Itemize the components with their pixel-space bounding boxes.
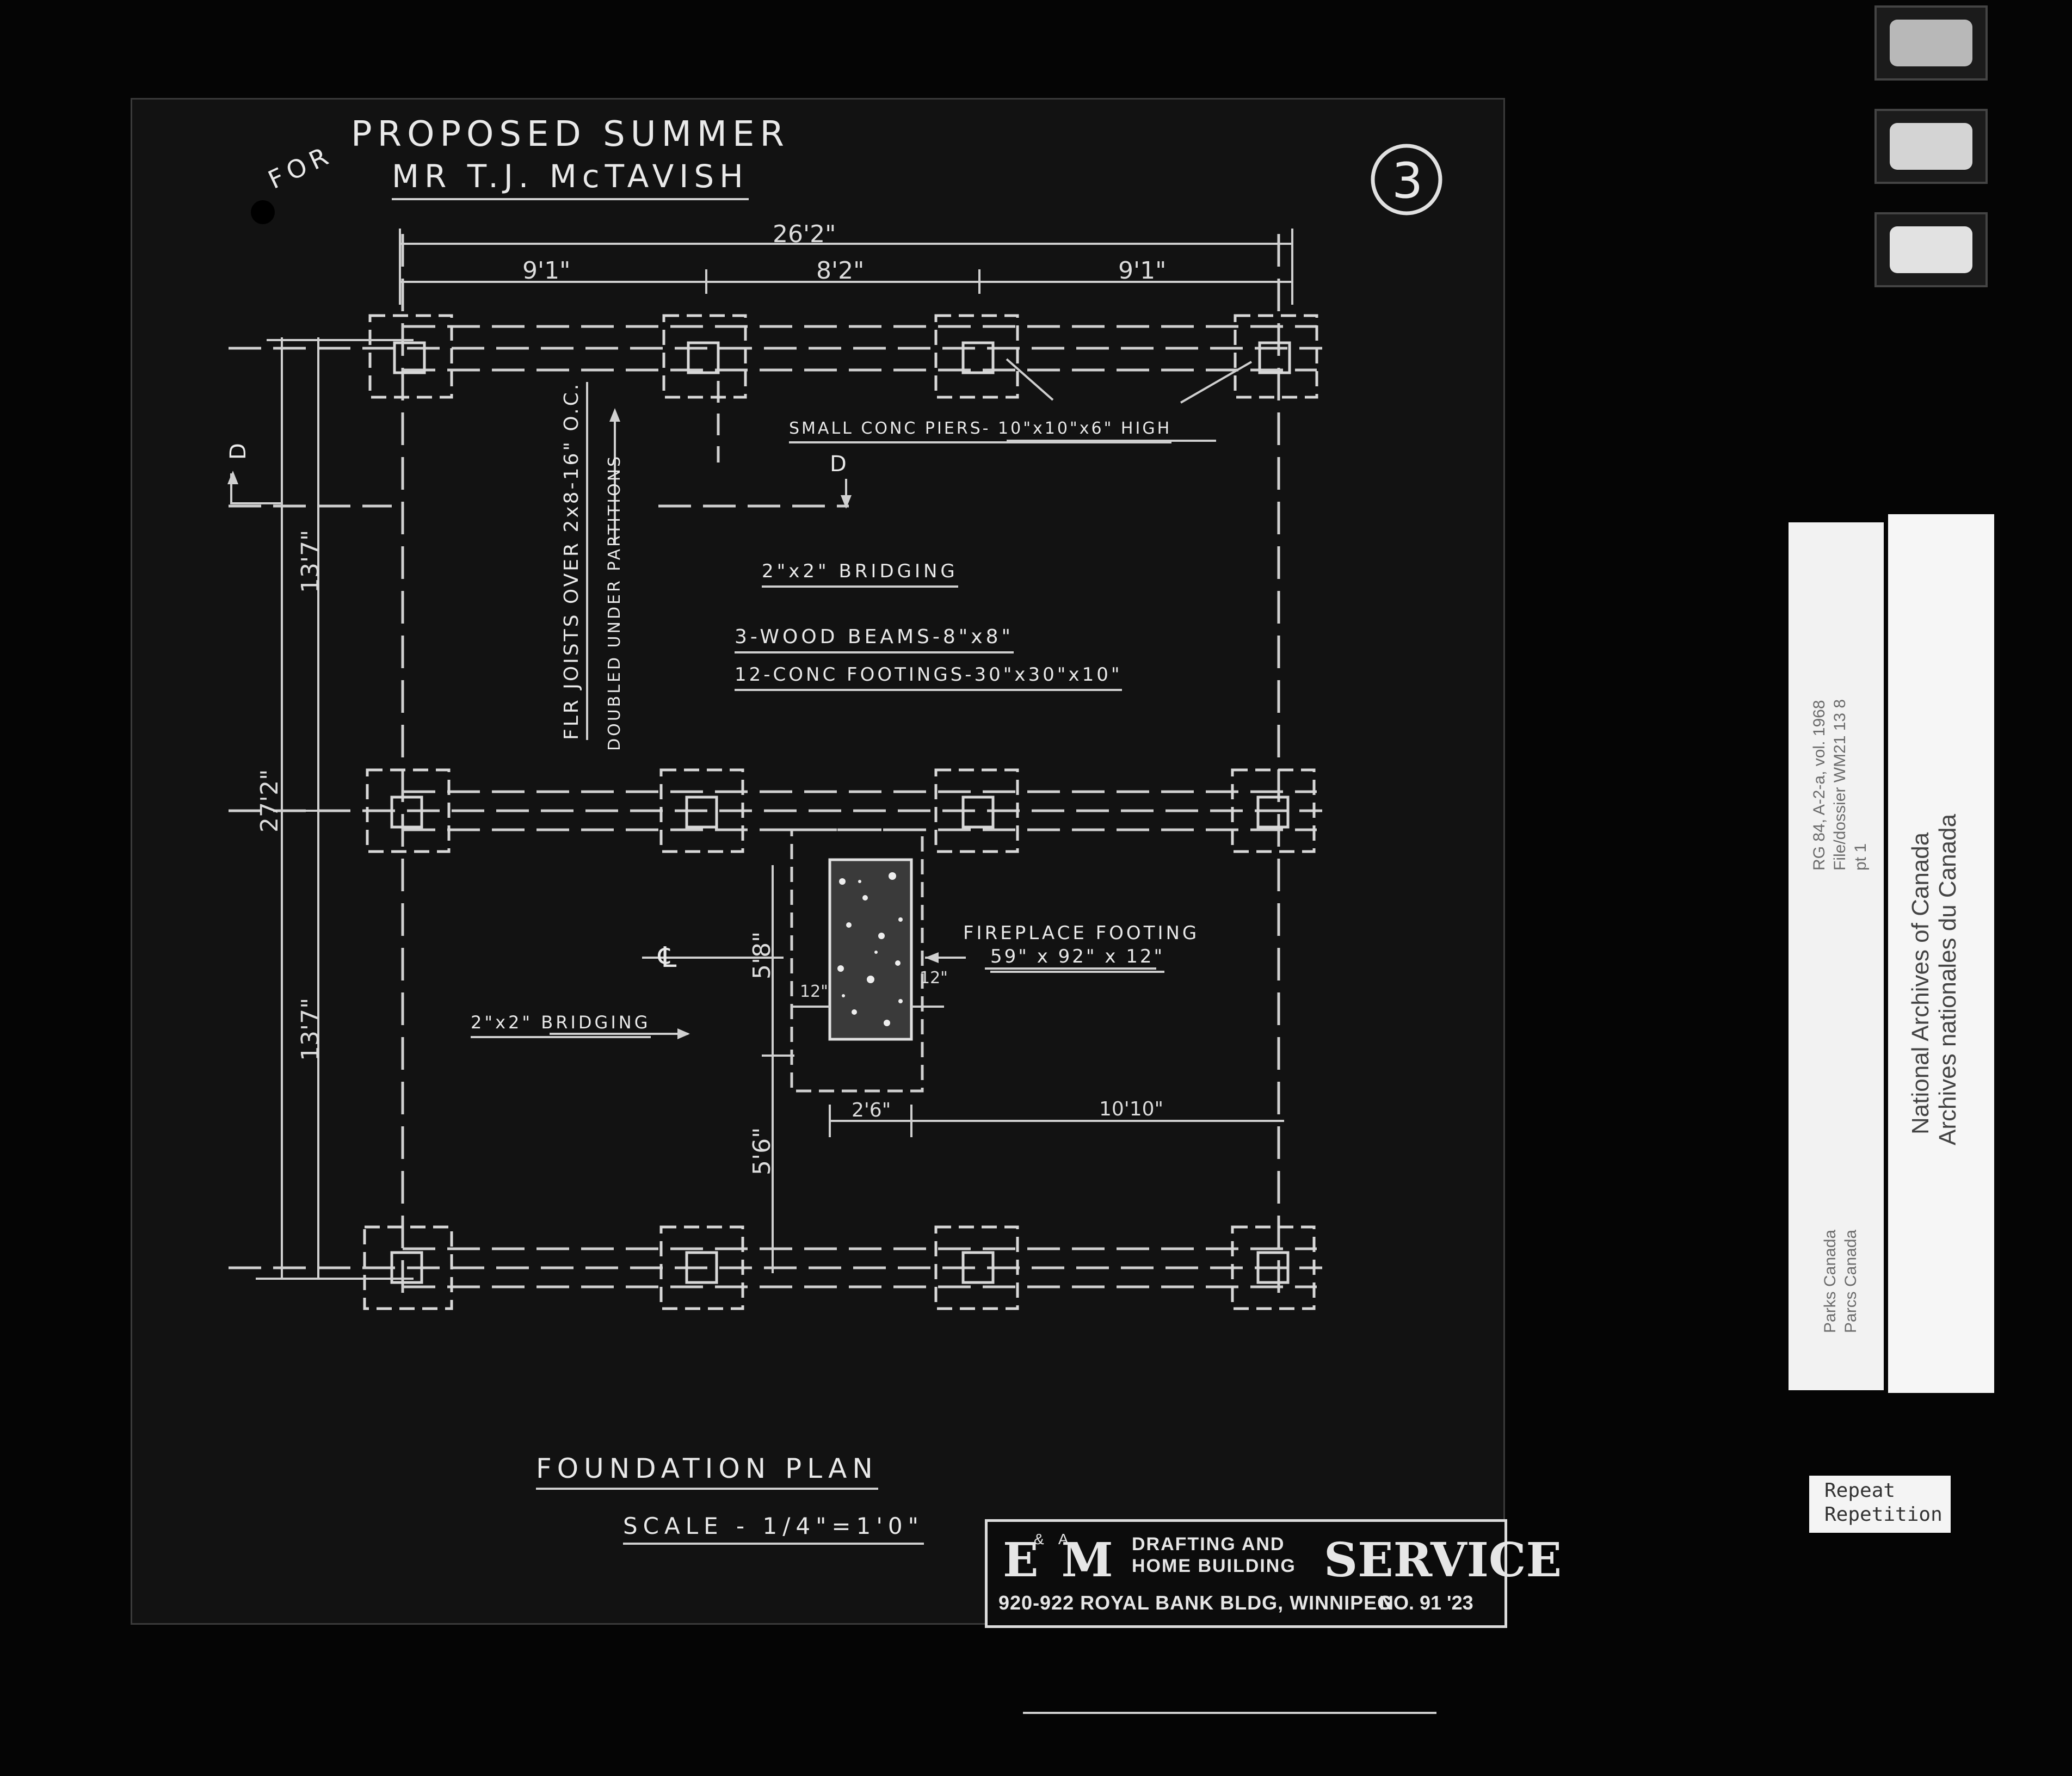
dim-lower-depth: 13'7"	[297, 997, 324, 1061]
pier	[687, 341, 720, 374]
plan-scale: SCALE - 1/4"=1'0"	[623, 1513, 924, 1545]
pier	[961, 341, 995, 374]
pier	[390, 795, 423, 829]
firm-monogram-small: & A	[1034, 1531, 1074, 1547]
archive-name-french: Archives nationales du Canada	[1934, 813, 1961, 1145]
drafting-service-title-block: E M & A DRAFTING AND HOME BUILDING SERVI…	[985, 1519, 1562, 1628]
sheet-number-circle	[1371, 144, 1442, 215]
note-joists: FLR JOISTS OVER 2x8-16" O.C.	[560, 381, 588, 740]
footing	[934, 768, 1019, 853]
note-fireplace-size: 59" x 92" x 12"	[990, 946, 1165, 973]
dim-overall-width: 26'2"	[773, 220, 836, 248]
agency-english: Parks Canada	[1821, 1229, 1839, 1333]
sheet-number: 3	[1392, 152, 1423, 209]
film-frame-1	[1874, 5, 1988, 81]
archive-name-english: National Archives of Canada	[1907, 832, 1934, 1134]
note-beams: 3-WOOD BEAMS-8"x8"	[735, 626, 1014, 653]
pier	[685, 1251, 718, 1284]
note-piers: SMALL CONC PIERS- 10"x10"x6" HIGH	[789, 419, 1172, 443]
repeat-french: Repetition	[1824, 1503, 1942, 1526]
pier	[1258, 341, 1291, 374]
note-footings: 12-CONC FOOTINGS-30"x30"x10"	[735, 664, 1123, 691]
firm-line-1: DRAFTING AND	[1132, 1534, 1285, 1555]
centerline-mark: ℄	[658, 941, 682, 974]
pier	[961, 1251, 995, 1284]
dim-side-left: 12"	[800, 982, 828, 1001]
footing	[1234, 314, 1318, 399]
dim-fireplace-offset: 5'6"	[748, 1127, 776, 1175]
section-mark-left: D	[226, 437, 251, 460]
footing	[934, 314, 1019, 399]
note-doubled: DOUBLED UNDER PARTITIONS	[605, 454, 624, 751]
footing	[363, 1225, 453, 1310]
title-line-2: MR T.J. McTAVISH	[392, 158, 749, 200]
repeat-english: Repeat	[1824, 1479, 1896, 1502]
dim-fireplace-to-right: 10'10"	[1099, 1098, 1164, 1120]
footing	[368, 314, 453, 399]
archive-name-tab: National Archives of Canada Archives nat…	[1888, 514, 1994, 1393]
dim-fireplace-width: 2'6"	[852, 1099, 891, 1121]
pier	[1256, 795, 1290, 829]
dim-side-right: 12"	[920, 969, 948, 988]
repeat-label: Repeat Repetition	[1809, 1476, 1951, 1533]
title-line-1: PROPOSED SUMMER	[351, 114, 790, 155]
pier	[390, 1251, 423, 1284]
archive-reference-tab: RG 84, A-2-a, vol. 1968 File/dossier WM2…	[1789, 522, 1884, 1390]
note-bridging-bottom: 2"x2" BRIDGING	[471, 1012, 651, 1038]
blueprint-sheet	[131, 98, 1505, 1625]
punch-hole	[251, 200, 275, 224]
job-number: NO. 91 '23	[1379, 1592, 1473, 1614]
archive-ref-line-1: RG 84, A-2-a, vol. 1968	[1810, 700, 1828, 871]
footing	[662, 314, 747, 399]
archive-ref-line-2: File/dossier WM21 13 8	[1831, 699, 1849, 871]
film-frame-2	[1874, 109, 1988, 184]
note-fireplace-label: FIREPLACE FOOTING	[963, 922, 1200, 944]
footing	[1231, 1225, 1316, 1310]
note-bridging-top: 2"x2" BRIDGING	[762, 560, 958, 588]
dim-overall-depth: 27'2"	[256, 769, 283, 832]
film-frame-3	[1874, 212, 1988, 287]
archive-ref-line-3: pt 1	[1852, 843, 1870, 871]
firm-service: SERVICE	[1324, 1533, 1562, 1588]
firm-line-2: HOME BUILDING	[1132, 1556, 1296, 1576]
footing	[659, 1225, 744, 1310]
fireplace-footing	[790, 828, 924, 1093]
pier	[393, 341, 426, 374]
footing	[659, 768, 744, 853]
footing	[934, 1225, 1019, 1310]
footing	[1231, 768, 1316, 853]
pier	[961, 795, 995, 829]
plan-title: FOUNDATION PLAN	[536, 1453, 878, 1490]
dim-bay-right: 9'1"	[1118, 257, 1167, 285]
agency-french: Parcs Canada	[1842, 1229, 1860, 1333]
dim-fireplace-depth: 5'8"	[748, 931, 776, 979]
firm-address: 920-922 ROYAL BANK BLDG, WINNIPEG	[998, 1592, 1393, 1614]
section-mark-right: D	[830, 452, 852, 477]
pier	[685, 795, 718, 829]
dim-bay-middle: 8'2"	[816, 257, 865, 285]
dim-bay-left: 9'1"	[522, 257, 571, 285]
dim-upper-depth: 13'7"	[297, 529, 324, 593]
pier	[1256, 1251, 1290, 1284]
firm-monogram: E M	[1003, 1533, 1117, 1588]
footing	[366, 768, 451, 853]
